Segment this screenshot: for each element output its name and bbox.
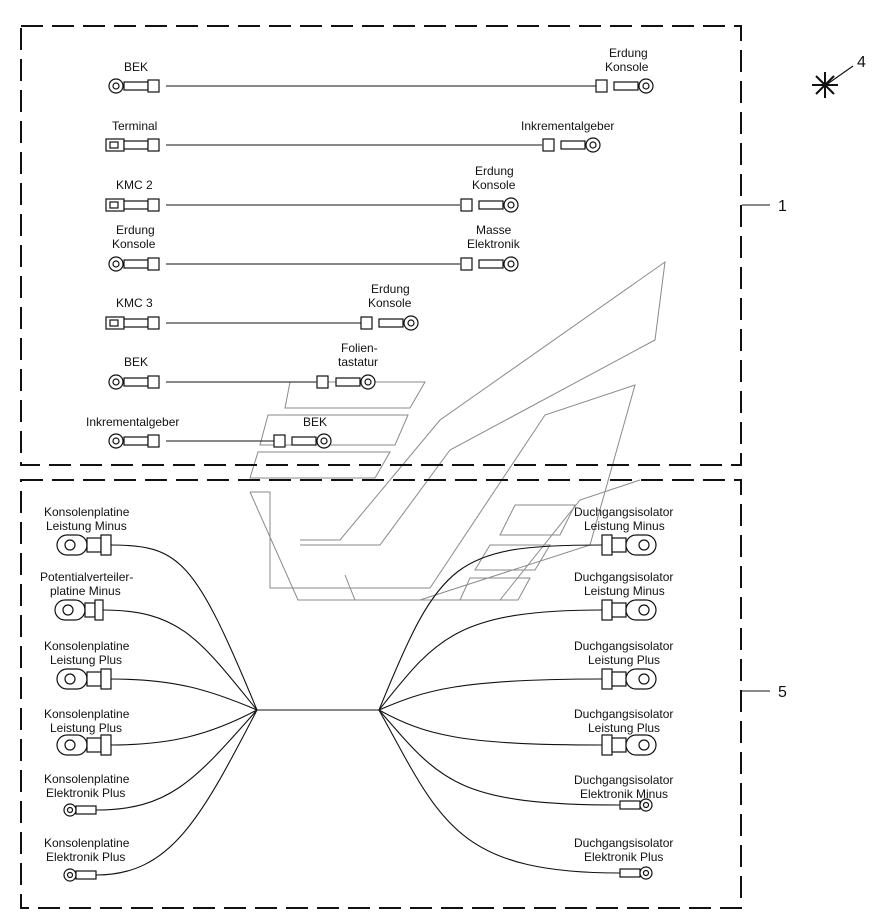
cable-right-label: Elektronik xyxy=(467,237,521,251)
terminal-label: Elektronik Plus xyxy=(584,850,663,864)
cable-left-label: Erdung xyxy=(116,223,155,237)
terminal-ring-large xyxy=(56,734,112,756)
cable-right-label: tastatur xyxy=(338,355,378,369)
cable-right-label: Folien- xyxy=(341,341,378,355)
terminal-ring-large xyxy=(56,534,112,556)
cable-left-label: Inkrementalgeber xyxy=(86,415,179,429)
terminal-label: Duchgangsisolator xyxy=(574,570,673,584)
callout-leader-4 xyxy=(825,65,854,86)
terminal-ring-small xyxy=(63,803,97,817)
cable-right-label: BEK xyxy=(303,415,327,429)
cable-left-label: KMC 2 xyxy=(116,178,153,192)
terminal-label: Konsolenplatine xyxy=(44,639,130,653)
cable: Erdung Konsole Masse Elektronik xyxy=(108,223,521,272)
terminal-ring-large xyxy=(601,734,657,756)
cable-left-label: Konsole xyxy=(112,237,156,251)
cable-left-label: Terminal xyxy=(112,119,157,133)
cable: KMC 2 Erdung Konsole xyxy=(105,164,519,213)
harness-left-branches xyxy=(95,544,258,876)
terminal-label: Konsolenplatine xyxy=(44,836,130,850)
cable-right-label: Erdung xyxy=(609,46,648,60)
terminal-label: Leistung Minus xyxy=(46,519,127,533)
terminal-label: Konsolenplatine xyxy=(44,707,130,721)
cable-left-label: BEK xyxy=(124,355,148,369)
cable-right-label: Masse xyxy=(476,223,512,237)
terminal-label: Duchgangsisolator xyxy=(574,836,673,850)
cable-right-label: Konsole xyxy=(472,178,516,192)
callout-4: 4 xyxy=(857,54,866,71)
terminal-ring-small xyxy=(619,866,653,880)
cable: BEK Folien- tastatur xyxy=(108,341,378,390)
cable-list: BEK Erdung Konsole Terminal Inkrementalg… xyxy=(86,46,654,449)
watermark-logo xyxy=(249,260,666,601)
cable: Inkrementalgeber BEK xyxy=(86,415,332,449)
cable-left-label: KMC 3 xyxy=(116,296,153,310)
cable-right-label: Konsole xyxy=(605,60,649,74)
terminal-label: Leistung Minus xyxy=(584,519,665,533)
terminal-ring-large xyxy=(601,599,657,621)
terminal-label: Leistung Plus xyxy=(50,721,122,735)
terminal-label: Leistung Plus xyxy=(588,721,660,735)
callout-1: 1 xyxy=(778,198,787,215)
terminal-label: Duchgangsisolator xyxy=(574,505,673,519)
callout-5: 5 xyxy=(778,684,787,701)
cable-right-label: Konsole xyxy=(368,296,412,310)
terminal-label: Elektronik Minus xyxy=(580,787,668,801)
cable-right-label: Inkrementalgeber xyxy=(521,119,614,133)
cable-right-label: Erdung xyxy=(475,164,514,178)
harness-right-labels: Duchgangsisolator Leistung Minus Duchgan… xyxy=(574,505,673,864)
assembly-frame-1 xyxy=(20,25,742,466)
assembly-frame-5 xyxy=(20,479,742,909)
terminal-ring-large xyxy=(601,668,657,690)
harness-right-branches xyxy=(378,544,621,874)
terminal-label: Potentialverteiler- xyxy=(40,570,133,584)
terminal-label: Leistung Plus xyxy=(50,653,122,667)
harness-left-labels: Konsolenplatine Leistung Minus Potential… xyxy=(40,505,133,864)
cable-left-label: BEK xyxy=(124,60,148,74)
harness: Konsolenplatine Leistung Minus Potential… xyxy=(40,505,673,882)
terminal-ring-small xyxy=(63,868,97,882)
terminal-label: Leistung Minus xyxy=(584,584,665,598)
cable-right-label: Erdung xyxy=(371,282,410,296)
terminal-label: Konsolenplatine xyxy=(44,772,130,786)
terminal-label: Duchgangsisolator xyxy=(574,707,673,721)
terminal-label: Duchgangsisolator xyxy=(574,773,673,787)
terminal-label: Duchgangsisolator xyxy=(574,639,673,653)
terminal-label: platine Minus xyxy=(50,584,121,598)
terminal-ring-small xyxy=(619,798,653,812)
cable: BEK Erdung Konsole xyxy=(108,46,654,94)
terminal-ring-large xyxy=(54,599,104,621)
terminal-label: Leistung Plus xyxy=(588,653,660,667)
terminal-label: Konsolenplatine xyxy=(44,505,130,519)
terminal-ring-large xyxy=(56,668,112,690)
asterisk-icon xyxy=(812,72,838,98)
cable: Terminal Inkrementalgeber xyxy=(105,119,614,153)
cable: KMC 3 Erdung Konsole xyxy=(105,282,419,331)
terminal-label: Elektronik Plus xyxy=(46,786,125,800)
terminal-label: Elektronik Plus xyxy=(46,850,125,864)
terminal-ring-large xyxy=(601,534,657,556)
